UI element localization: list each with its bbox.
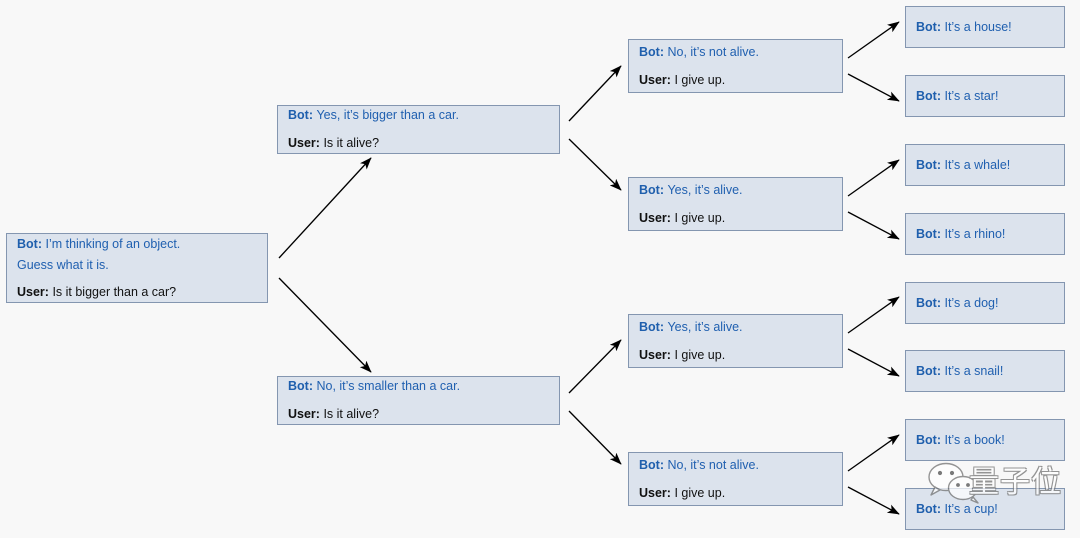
user-label: User: xyxy=(639,485,675,500)
bot-label: Bot: xyxy=(639,182,668,197)
edge-l2top-to-l3b xyxy=(568,138,622,191)
bot-message: It’s a dog! xyxy=(944,295,999,310)
bot-label: Bot: xyxy=(288,379,317,394)
user-label: User: xyxy=(288,136,324,150)
bot-message: It’s a house! xyxy=(944,19,1012,34)
bot-line: Bot: It’s a snail! xyxy=(916,361,1055,382)
user-label: User: xyxy=(288,407,324,421)
node-l3-not-alive-big[interactable]: Bot: No, it’s not alive. User: I give up… xyxy=(628,39,843,93)
edge-l2bottom-to-l3c xyxy=(568,339,622,394)
user-label: User: xyxy=(17,285,53,300)
bot-message: Yes, it’s bigger than a car. xyxy=(316,108,459,123)
bot-label: Bot: xyxy=(916,226,945,241)
bot-message: It’s a snail! xyxy=(944,363,1004,378)
bot-line: Bot: It’s a cup! xyxy=(916,499,1055,520)
bot-message: Yes, it’s alive. xyxy=(667,182,743,197)
bot-label: Bot: xyxy=(916,363,945,378)
bot-message: No, it’s not alive. xyxy=(667,44,759,59)
user-label: User: xyxy=(639,72,675,87)
edge-l2top-to-l3a xyxy=(568,65,622,122)
user-line: User: I give up. xyxy=(639,208,833,229)
node-l3-not-alive-small[interactable]: Bot: No, it’s not alive. User: I give up… xyxy=(628,452,843,506)
bot-line: Bot: No, it’s not alive. xyxy=(639,42,833,63)
edge-root-to-l2top xyxy=(278,157,372,259)
edge-l3b-to-leaf-rhino xyxy=(847,211,900,240)
edge-l3d-to-leaf-book xyxy=(847,434,900,472)
root-bot-line-2: Guess what it is. xyxy=(17,255,258,276)
bot-line: Bot: It’s a dog! xyxy=(916,293,1055,314)
node-leaf-dog[interactable]: Bot: It’s a dog! xyxy=(905,282,1065,324)
node-leaf-book[interactable]: Bot: It’s a book! xyxy=(905,419,1065,461)
bot-message: No, it’s not alive. xyxy=(667,457,759,472)
bot-message: It’s a rhino! xyxy=(944,226,1006,241)
node-l3-alive-big[interactable]: Bot: Yes, it’s alive. User: I give up. xyxy=(628,177,843,231)
user-message: I give up. xyxy=(674,72,726,87)
bot-label: Bot: xyxy=(916,19,945,34)
bot-label: Bot: xyxy=(916,432,945,447)
edge-l3c-to-leaf-snail xyxy=(847,348,900,377)
bot-line: Bot: It’s a whale! xyxy=(916,155,1055,176)
bot-message: It’s a star! xyxy=(944,88,999,103)
node-l2-smaller[interactable]: Bot: No, it’s smaller than a car. User: … xyxy=(277,376,560,425)
bot-message: Yes, it’s alive. xyxy=(667,319,743,334)
node-leaf-house[interactable]: Bot: It’s a house! xyxy=(905,6,1065,48)
bot-line: Bot: It’s a book! xyxy=(916,430,1055,451)
node-leaf-star[interactable]: Bot: It’s a star! xyxy=(905,75,1065,117)
edge-l3b-to-leaf-whale xyxy=(847,159,900,197)
node-leaf-snail[interactable]: Bot: It’s a snail! xyxy=(905,350,1065,392)
bot-line: Bot: Yes, it’s bigger than a car. xyxy=(288,105,550,126)
bot-line: Bot: Yes, it’s alive. xyxy=(639,317,833,338)
bot-label: Bot: xyxy=(639,457,668,472)
edge-l2bottom-to-l3d xyxy=(568,410,622,465)
bot-label: Bot: xyxy=(916,501,945,516)
root-bot-line: Bot: I’m thinking of an object. xyxy=(17,234,258,255)
node-l2-bigger[interactable]: Bot: Yes, it’s bigger than a car. User: … xyxy=(277,105,560,154)
user-message: Is it alive? xyxy=(323,136,380,150)
user-message: Is it bigger than a car? xyxy=(52,285,177,300)
user-message: I give up. xyxy=(674,347,726,362)
bot-line: Bot: No, it’s smaller than a car. xyxy=(288,376,550,397)
edge-l3a-to-leaf-house xyxy=(847,21,900,59)
user-label: User: xyxy=(639,210,675,225)
bot-message: I’m thinking of an object. xyxy=(45,236,181,251)
bot-line: Bot: No, it’s not alive. xyxy=(639,455,833,476)
edge-l3c-to-leaf-dog xyxy=(847,296,900,334)
user-line: User: I give up. xyxy=(639,70,833,91)
user-line: User: I give up. xyxy=(639,345,833,366)
bot-label: Bot: xyxy=(916,88,945,103)
user-line: User: I give up. xyxy=(639,483,833,504)
user-label: User: xyxy=(639,347,675,362)
bot-label: Bot: xyxy=(916,157,945,172)
bot-line: Bot: Yes, it’s alive. xyxy=(639,180,833,201)
user-line: User: Is it alive? xyxy=(288,133,550,154)
bot-label: Bot: xyxy=(639,319,668,334)
user-message: Is it alive? xyxy=(323,407,380,421)
edge-l3a-to-leaf-star xyxy=(847,73,900,102)
bot-label: Bot: xyxy=(916,295,945,310)
edge-l3d-to-leaf-cup xyxy=(847,486,900,515)
bot-line: Bot: It’s a star! xyxy=(916,86,1055,107)
node-l3-alive-small[interactable]: Bot: Yes, it’s alive. User: I give up. xyxy=(628,314,843,368)
edge-root-to-l2bottom xyxy=(278,277,372,373)
user-line: User: Is it alive? xyxy=(288,404,550,425)
bot-message: It’s a book! xyxy=(944,432,1005,447)
node-root[interactable]: Bot: I’m thinking of an object. Guess wh… xyxy=(6,233,268,303)
bot-line: Bot: It’s a rhino! xyxy=(916,224,1055,245)
user-message: I give up. xyxy=(674,210,726,225)
root-user-line: User: Is it bigger than a car? xyxy=(17,282,258,303)
node-leaf-whale[interactable]: Bot: It’s a whale! xyxy=(905,144,1065,186)
user-message: I give up. xyxy=(674,485,726,500)
bot-label: Bot: xyxy=(288,108,317,123)
bot-message: It’s a cup! xyxy=(944,501,998,516)
bot-line: Bot: It’s a house! xyxy=(916,17,1055,38)
bot-label: Bot: xyxy=(639,44,668,59)
bot-message: It’s a whale! xyxy=(944,157,1011,172)
node-leaf-cup[interactable]: Bot: It’s a cup! xyxy=(905,488,1065,530)
bot-message-cont: Guess what it is. xyxy=(17,257,109,272)
node-leaf-rhino[interactable]: Bot: It’s a rhino! xyxy=(905,213,1065,255)
bot-message: No, it’s smaller than a car. xyxy=(316,379,461,394)
bot-label: Bot: xyxy=(17,236,46,251)
